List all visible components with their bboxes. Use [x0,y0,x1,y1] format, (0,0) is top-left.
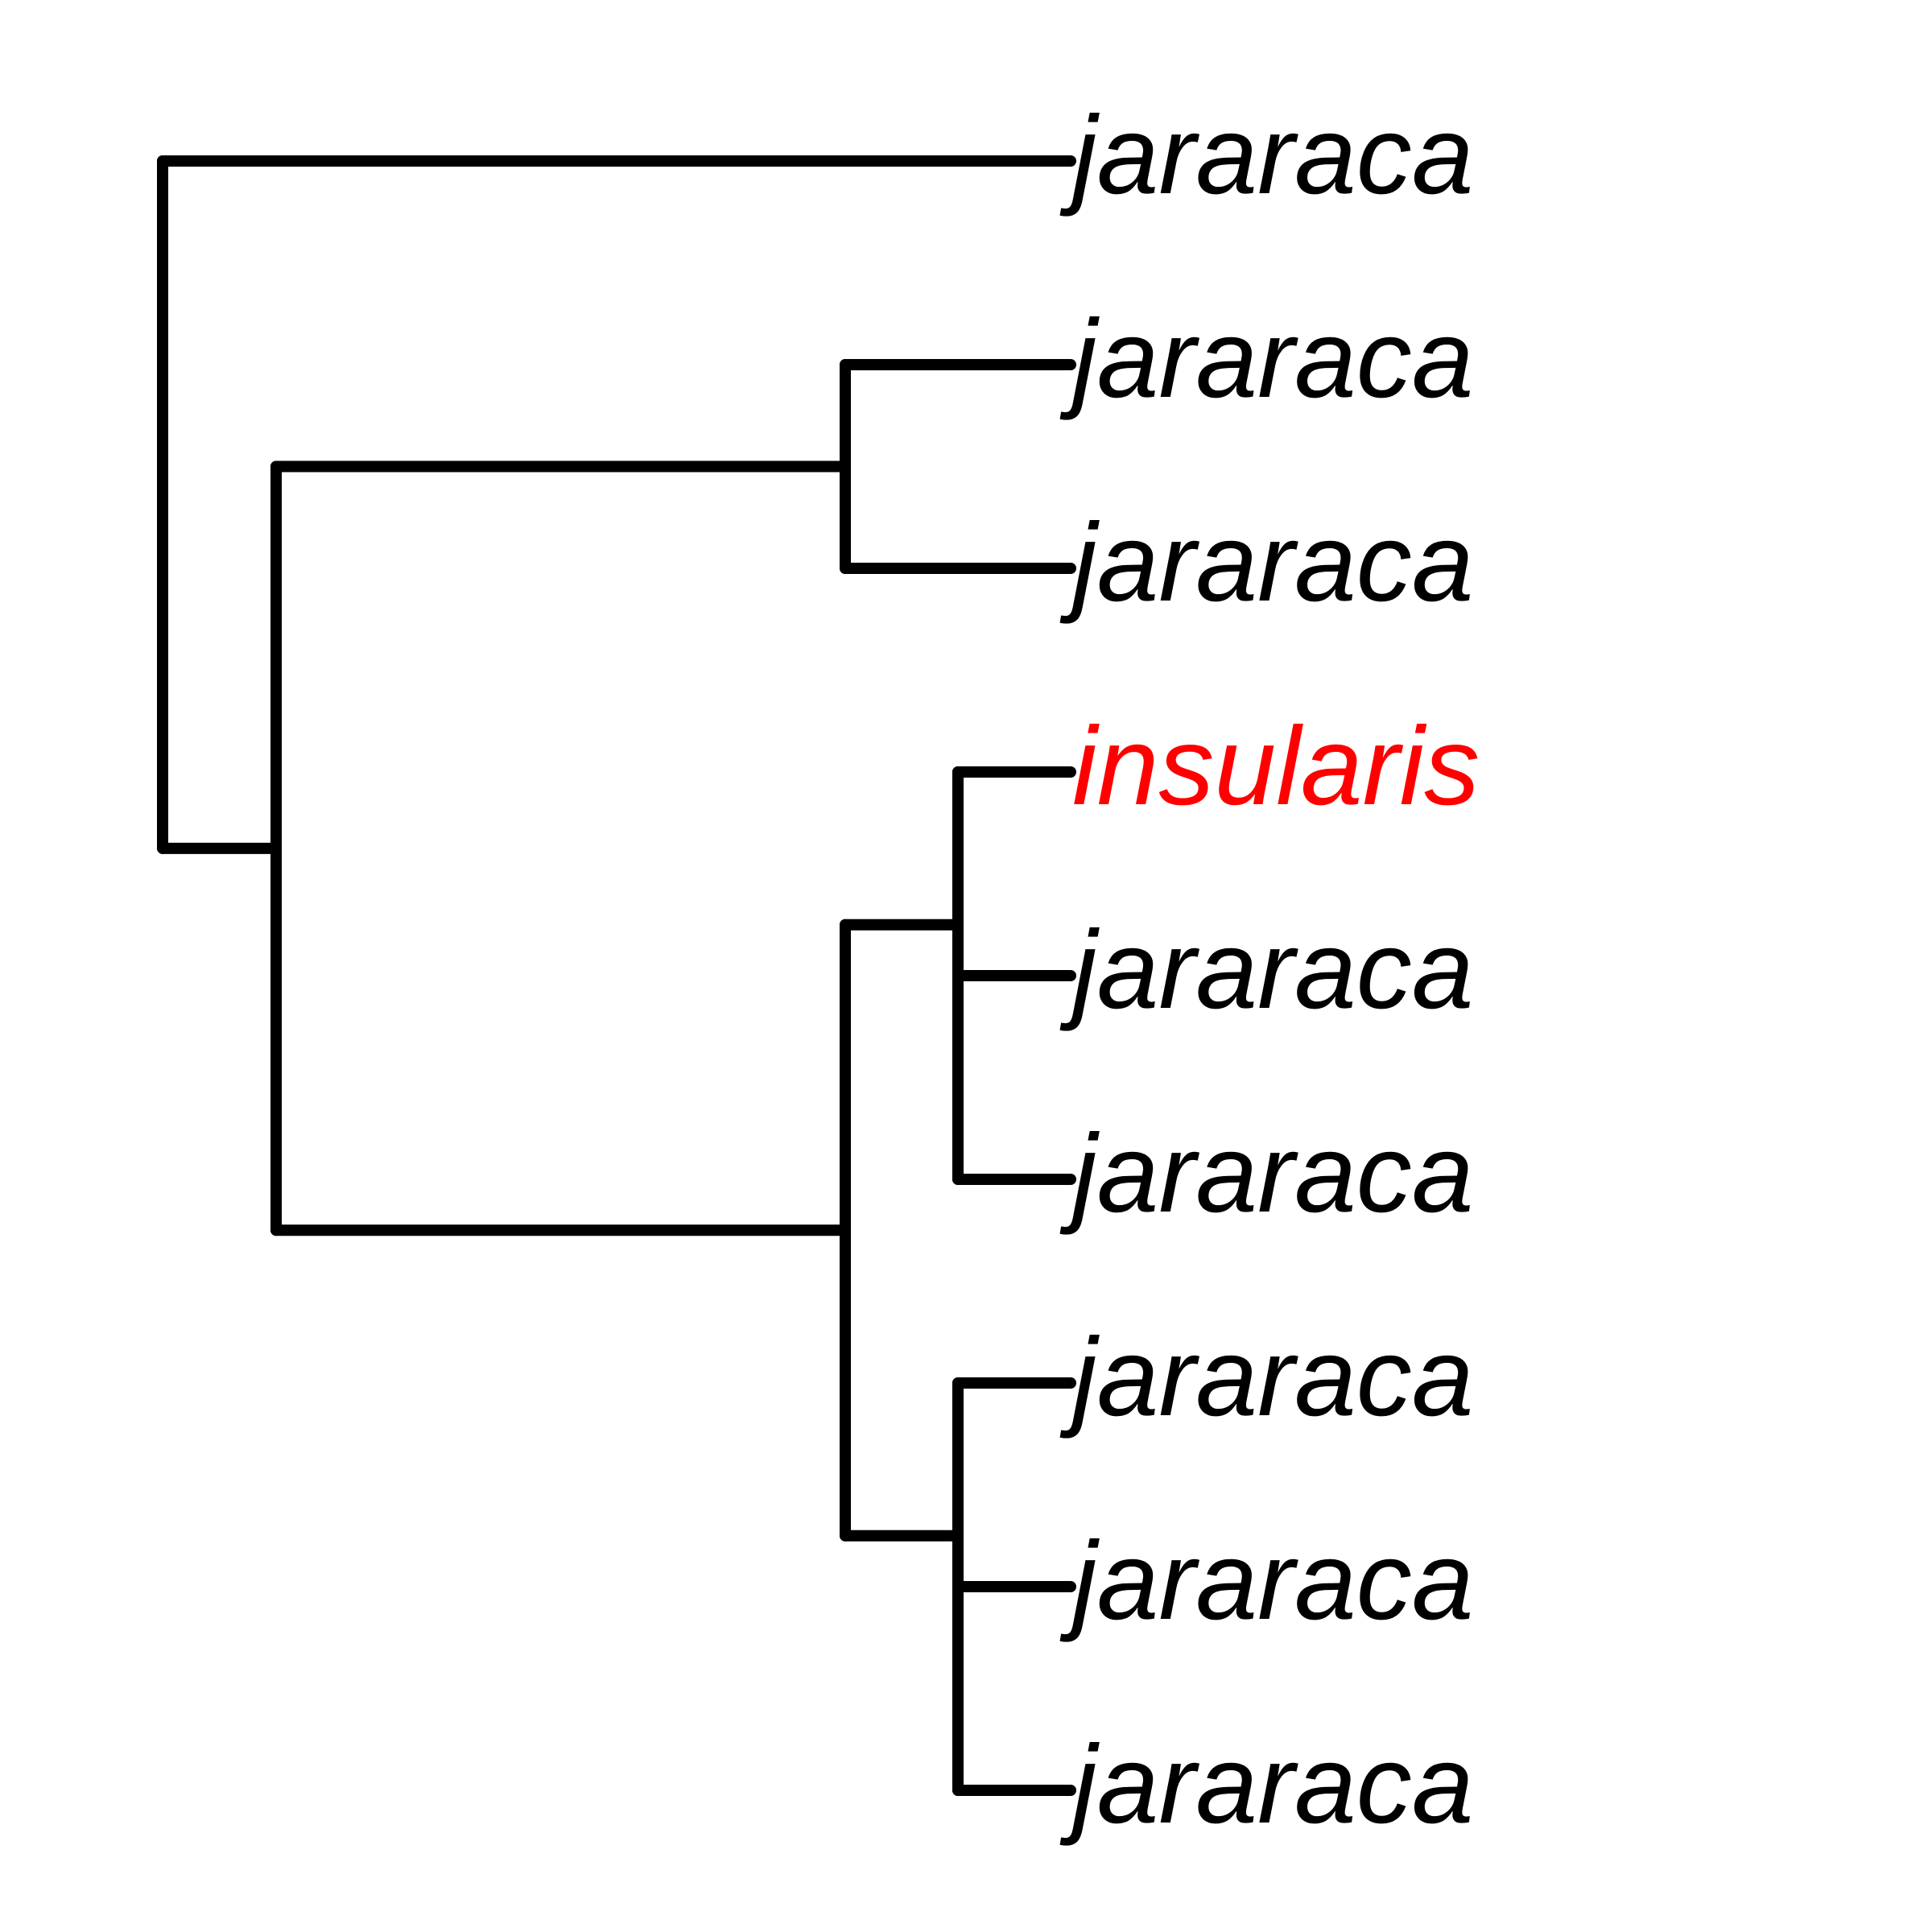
tip-label-5: jararaca [1059,908,1474,1032]
tip-label-3: jararaca [1059,501,1474,625]
tip-label-8: jararaca [1059,1519,1474,1643]
tip-label-2: jararaca [1059,297,1474,421]
tip-labels: jararaca jararaca jararaca insularis jar… [1059,93,1480,1847]
tip-label-4: insularis [1072,704,1480,828]
tree-branches [157,155,1076,1796]
tip-label-7: jararaca [1059,1315,1474,1439]
tip-label-9: jararaca [1059,1723,1474,1847]
tip-label-6: jararaca [1059,1112,1474,1236]
tip-label-1: jararaca [1059,93,1474,217]
